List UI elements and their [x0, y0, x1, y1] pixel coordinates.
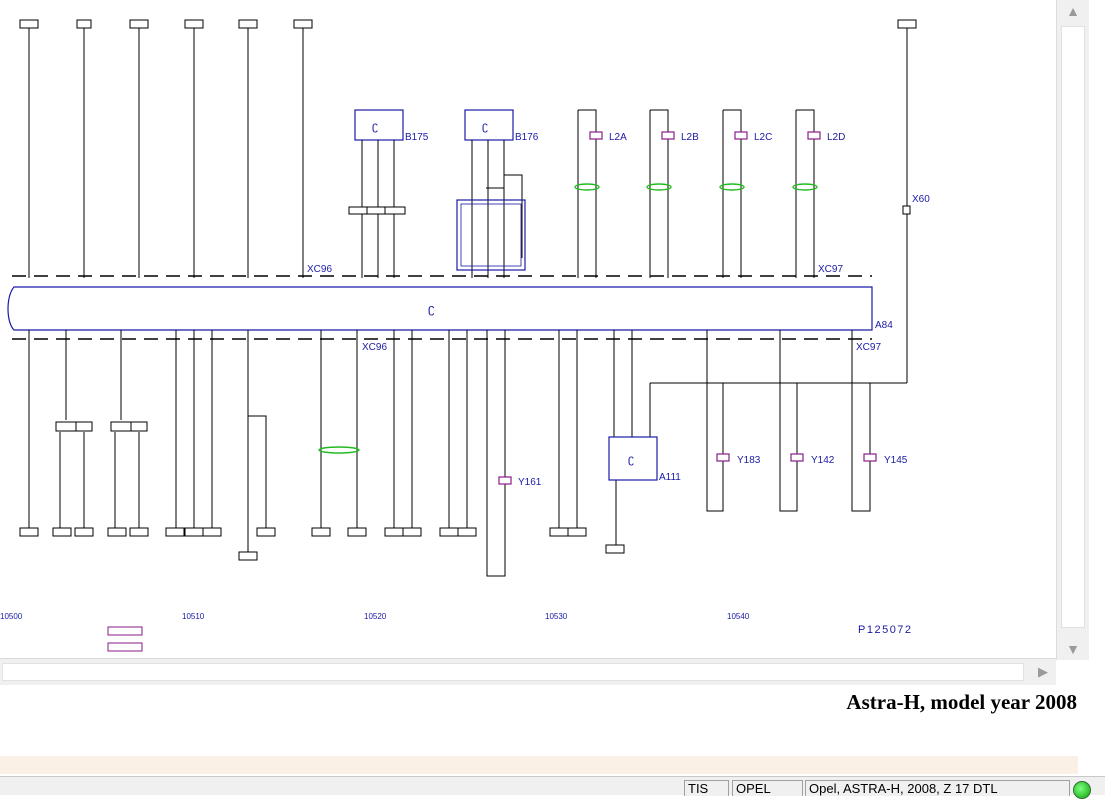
label-x60: X60: [912, 194, 930, 205]
figure-number: P125072: [858, 624, 913, 636]
horizontal-scroll-thumb[interactable]: [2, 663, 1024, 681]
label-xc97-bottom: XC97: [856, 342, 881, 353]
coil-group: [574, 109, 821, 278]
model-caption: Astra-H, model year 2008: [846, 690, 1077, 714]
ruler-label-10530: 10530: [545, 612, 568, 621]
label-y183: Y183: [737, 455, 761, 466]
sensor-b176: ʗ: [456, 109, 526, 278]
coil-y161: [498, 476, 512, 485]
label-xc96-top: XC96: [307, 264, 332, 275]
triangle-down-icon[interactable]: ▼: [1066, 641, 1080, 657]
top-connector-group: [19, 19, 917, 29]
top-wire-group: [28, 28, 908, 437]
control-module-a84: [7, 286, 873, 331]
connector-dashes: [12, 275, 872, 340]
status-app: TIS: [684, 780, 729, 796]
label-y142: Y142: [811, 455, 835, 466]
bottom-terminals: [19, 527, 625, 561]
label-y145: Y145: [884, 455, 908, 466]
legend-marks: [107, 626, 143, 652]
info-bar: [0, 756, 1078, 774]
ruler-label-10540: 10540: [727, 612, 750, 621]
label-l2c: L2C: [754, 132, 772, 143]
triangle-right-icon[interactable]: ▶: [1038, 664, 1048, 679]
wiring-diagram: ʗ B175 ʗ B176: [0, 19, 930, 652]
bottom-relays: [55, 421, 148, 432]
label-a84: A84: [875, 320, 893, 331]
splice-x60: [902, 205, 911, 215]
module-symbol: ʗ: [428, 301, 435, 316]
label-l2d: L2D: [827, 132, 845, 143]
wiring-diagram-viewport[interactable]: ʗ B175 ʗ B176: [0, 0, 1056, 658]
ruler-label-10510: 10510: [182, 612, 205, 621]
green-circle-icon: [1073, 781, 1091, 799]
vertical-scrollbar[interactable]: ▲ ▼: [1056, 0, 1089, 660]
valve-group: [716, 453, 877, 462]
shield-loop: [318, 446, 360, 454]
vertical-scroll-thumb[interactable]: [1061, 26, 1085, 628]
status-brand: OPEL: [732, 780, 803, 796]
ruler-label-10520: 10520: [364, 612, 387, 621]
label-b176: B176: [515, 132, 539, 143]
label-l2a: L2A: [609, 132, 627, 143]
svg-text:ʗ: ʗ: [628, 452, 634, 466]
label-y161: Y161: [518, 477, 542, 488]
label-a111: A111: [659, 472, 681, 483]
bottom-wire-group: [28, 330, 871, 577]
label-xc97-top: XC97: [818, 264, 843, 275]
status-vehicle: Opel, ASTRA-H, 2008, Z 17 DTL: [805, 780, 1070, 796]
horizontal-scrollbar[interactable]: ▶: [0, 658, 1056, 685]
label-b175: B175: [405, 132, 429, 143]
label-l2b: L2B: [681, 132, 699, 143]
module-a111: ʗ: [608, 436, 658, 481]
ruler-label-10500: 10500: [0, 612, 23, 621]
svg-text:ʗ: ʗ: [482, 119, 488, 133]
label-xc96-bottom: XC96: [362, 342, 387, 353]
triangle-up-icon[interactable]: ▲: [1066, 3, 1080, 19]
sensor-b175: ʗ: [348, 109, 406, 278]
status-bar: TIS OPEL Opel, ASTRA-H, 2008, Z 17 DTL: [0, 776, 1105, 799]
svg-text:ʗ: ʗ: [372, 119, 378, 133]
